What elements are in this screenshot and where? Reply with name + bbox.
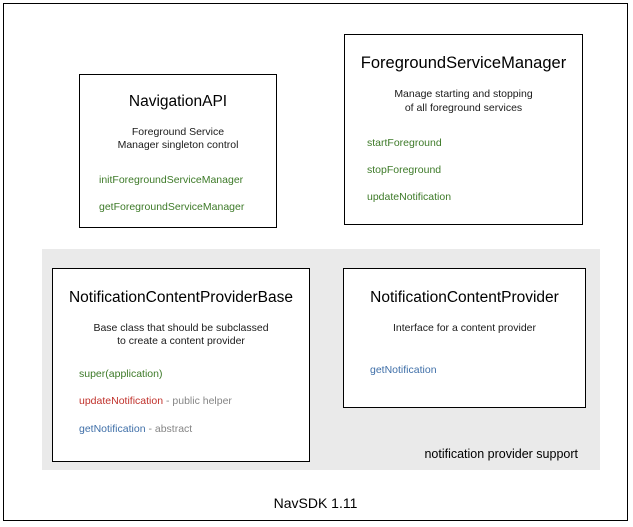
description-line: Foreground Service — [131, 125, 225, 138]
description-line: Manage starting and stopping — [394, 87, 533, 100]
class-box-foreground-service-manager[interactable]: ForegroundServiceManager Manage starting… — [344, 34, 583, 225]
member-name: getNotification — [79, 422, 146, 435]
diagram-footer-label: NavSDK 1.11 — [273, 495, 358, 511]
member-name: getNotification — [370, 364, 437, 377]
member-row[interactable]: stopForeground — [367, 163, 572, 177]
member-name: updateNotification — [79, 395, 164, 408]
member-name: updateNotification — [367, 190, 452, 203]
member-row[interactable]: initForegroundServiceManager — [99, 173, 266, 187]
member-row[interactable]: getNotification — [370, 363, 575, 377]
class-box-navigation-api[interactable]: NavigationAPI Foreground Service Manager… — [79, 74, 277, 228]
member-row[interactable]: startForeground — [367, 136, 572, 150]
class-description-navigation-api: Foreground Service Manager singleton con… — [90, 126, 266, 154]
member-name: initForegroundServiceManager — [99, 174, 244, 187]
member-row[interactable]: super(application) — [79, 367, 301, 381]
description-line: to create a content provider — [117, 335, 245, 348]
member-name: super(application) — [79, 368, 163, 381]
diagram-outer-frame: notification provider support Navigation… — [3, 3, 628, 521]
member-row[interactable]: getForegroundServiceManager — [99, 200, 266, 214]
member-list-notification-content-provider-base: super(application) updateNotification - … — [61, 367, 301, 436]
class-title-notification-content-provider-base: NotificationContentProviderBase — [68, 289, 293, 306]
class-title-notification-content-provider: NotificationContentProvider — [370, 289, 559, 306]
class-description-notification-content-provider: Interface for a content provider — [354, 322, 575, 336]
class-box-notification-content-provider[interactable]: NotificationContentProvider Interface fo… — [343, 268, 586, 408]
member-row[interactable]: updateNotification - public helper — [79, 394, 301, 408]
member-list-foreground-service-manager: startForeground stopForeground updateNot… — [355, 136, 572, 205]
class-title-foreground-service-manager: ForegroundServiceManager — [360, 54, 567, 72]
class-box-notification-content-provider-base[interactable]: NotificationContentProviderBase Base cla… — [52, 268, 310, 462]
member-name: getForegroundServiceManager — [99, 201, 245, 214]
member-row[interactable]: updateNotification — [367, 190, 572, 204]
member-name: stopForeground — [367, 163, 442, 176]
description-line: Manager singleton control — [117, 139, 239, 152]
class-description-foreground-service-manager: Manage starting and stopping of all fore… — [355, 88, 572, 116]
member-name: startForeground — [367, 136, 442, 149]
description-line: Interface for a content provider — [393, 321, 536, 334]
member-row[interactable]: getNotification - abstract — [79, 422, 301, 436]
description-line: of all foreground services — [404, 101, 523, 114]
group-panel-caption: notification provider support — [424, 447, 578, 461]
class-title-navigation-api: NavigationAPI — [128, 93, 228, 110]
member-list-navigation-api: initForegroundServiceManager getForegrou… — [90, 173, 266, 214]
description-line: Base class that should be subclassed — [93, 321, 269, 334]
member-note: - abstract — [145, 422, 193, 435]
class-description-notification-content-provider-base: Base class that should be subclassed to … — [61, 322, 301, 350]
member-list-notification-content-provider: getNotification — [354, 363, 575, 377]
member-note: - public helper — [163, 395, 232, 408]
